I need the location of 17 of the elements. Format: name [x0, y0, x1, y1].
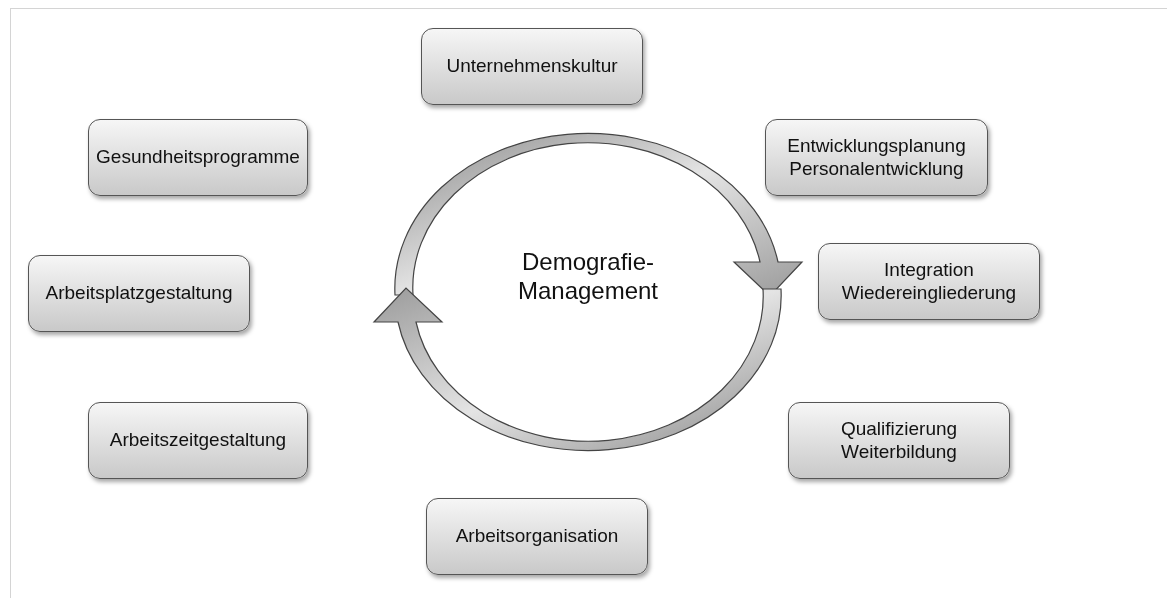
topic-box	[765, 119, 988, 196]
topic-box	[88, 119, 308, 196]
box-label: Arbeitszeitgestaltung	[108, 429, 288, 452]
box-label: Arbeitsorganisation	[454, 525, 620, 548]
box-label: Integration Wiedereingliederung	[840, 258, 1018, 305]
box-label: Gesundheitsprogramme	[95, 146, 301, 169]
topic-box	[426, 498, 648, 575]
topic-box	[788, 402, 1010, 479]
box-label: Unternehmenskultur	[445, 55, 619, 78]
box-label: Entwicklungsplanung Personalentwicklung	[786, 134, 967, 181]
topic-box	[88, 402, 308, 479]
center-title: Demografie- Management	[516, 248, 660, 306]
topic-box	[28, 255, 250, 332]
topic-box	[818, 243, 1040, 320]
topic-box	[421, 28, 643, 105]
box-label: Arbeitsplatzgestaltung	[44, 282, 234, 305]
box-label: Qualifizierung Weiterbildung	[839, 417, 959, 464]
